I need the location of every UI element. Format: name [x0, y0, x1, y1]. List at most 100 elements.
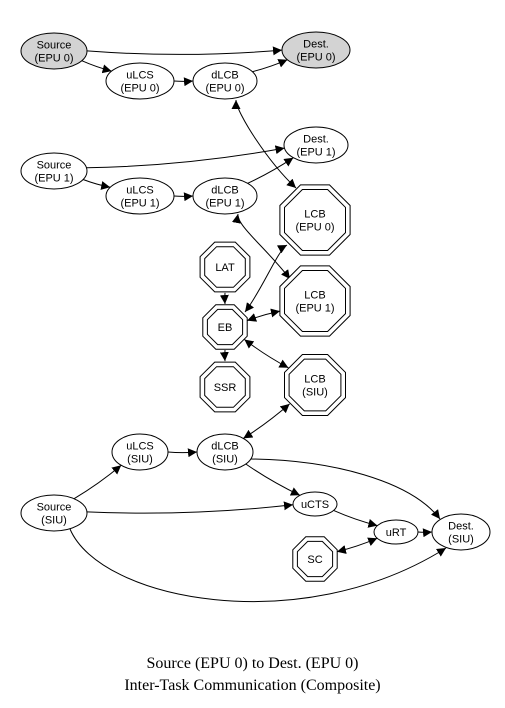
node-label: (EPU 0): [34, 53, 73, 65]
edge-lcb-epu0-to-eb: [244, 244, 288, 313]
edge-sc-to-urt: [336, 537, 378, 554]
node-shape-outer: [279, 184, 351, 256]
node-shape-inner: [206, 308, 244, 346]
node-shape: [20, 152, 88, 190]
node-label: (SIU): [302, 387, 328, 399]
node-lat: LAT: [199, 241, 251, 293]
node-shape: [20, 494, 88, 532]
node-urt: uRT: [373, 519, 419, 545]
node-lcb-epu0: LCB(EPU 0): [279, 184, 351, 256]
edge-dlcb-siu-to-lcb-siu: [243, 403, 290, 439]
edge-dlcb-epu1-to-dest-epu1: [247, 157, 294, 184]
caption-subtitle: Inter-Task Communication (Composite): [124, 677, 381, 694]
node-label: uLCS: [126, 185, 154, 197]
node-ulcs-epu1: uLCS(EPU 1): [105, 177, 175, 215]
node-shape: [105, 62, 175, 100]
node-dest-epu1: Dest.(EPU 1): [283, 126, 349, 164]
node-shape: [431, 513, 491, 551]
node-label: uCTS: [301, 499, 329, 511]
node-label: Dest.: [448, 521, 474, 533]
node-label: dLCB: [211, 70, 239, 82]
caption-title: Source (EPU 0) to Dest. (EPU 0): [146, 655, 359, 672]
node-ssr: SSR: [199, 361, 251, 413]
node-label: SSR: [214, 382, 237, 394]
node-ucts: uCTS: [292, 491, 338, 517]
node-label: uLCS: [126, 70, 154, 82]
node-label: EB: [218, 322, 233, 334]
node-shape: [192, 177, 258, 215]
node-dest-siu: Dest.(SIU): [431, 513, 491, 551]
node-dlcb-epu1: dLCB(EPU 1): [192, 177, 258, 215]
node-shape-inner: [284, 189, 346, 251]
edge-dlcb-siu-to-ucts: [245, 463, 301, 496]
node-label: (EPU 0): [205, 83, 244, 95]
node-shape-outer: [199, 361, 251, 413]
edge-dlcb-epu0-to-lcb-epu0: [231, 99, 297, 189]
edge-src-siu-to-ucts: [86, 501, 294, 514]
node-label: LCB: [304, 209, 325, 221]
node-shape: [373, 519, 419, 545]
edge-ulcs-siu-to-dlcb-siu: [167, 448, 198, 458]
node-label: Source: [37, 40, 72, 52]
node-shape-inner: [204, 246, 246, 288]
node-shape-outer: [279, 265, 351, 337]
node-label: dLCB: [211, 441, 239, 453]
edge-eb-to-lcb-siu: [244, 339, 289, 369]
node-src-epu1: Source(EPU 1): [20, 152, 88, 190]
node-dest-epu0: Dest.(EPU 0): [281, 31, 351, 69]
node-lcb-siu: LCB(SIU): [284, 354, 346, 416]
node-ulcs-epu0: uLCS(EPU 0): [105, 62, 175, 100]
node-label: dLCB: [211, 185, 239, 197]
edge-src-epu1-to-dest-epu1: [86, 145, 285, 169]
node-shape: [283, 126, 349, 164]
node-label: (SIU): [448, 534, 474, 546]
node-shape: [196, 433, 254, 471]
node-label: (SIU): [41, 515, 67, 527]
node-shape-outer: [199, 241, 251, 293]
edge-src-epu0-to-ulcs-epu0: [81, 60, 112, 74]
node-label: (EPU 0): [120, 83, 159, 95]
node-eb: EB: [202, 304, 248, 350]
node-label: (EPU 0): [295, 222, 334, 234]
node-label: (EPU 1): [205, 198, 244, 210]
edge-src-epu0-to-dest-epu0: [86, 46, 283, 56]
node-label: (EPU 1): [120, 198, 159, 210]
node-src-epu0: Source(EPU 0): [20, 32, 88, 70]
node-dlcb-epu0: dLCB(EPU 0): [192, 62, 258, 100]
edge-src-epu1-to-ulcs-epu1: [82, 179, 111, 190]
node-shape: [105, 177, 175, 215]
edge-src-siu-to-dest-siu: [69, 528, 447, 603]
node-shape-outer: [284, 354, 346, 416]
node-label: (EPU 1): [296, 147, 335, 159]
nodes-layer: Source(EPU 0)Dest.(EPU 0)uLCS(EPU 0)dLCB…: [20, 31, 491, 582]
node-label: (SIU): [212, 454, 238, 466]
edge-src-siu-to-ulcs-siu: [73, 464, 122, 500]
node-label: LCB: [304, 374, 325, 386]
node-shape-inner: [296, 540, 334, 578]
edges-layer: [69, 46, 447, 603]
node-label: uLCS: [126, 441, 154, 453]
node-label: LAT: [215, 262, 235, 274]
node-shape-inner: [288, 358, 342, 412]
node-label: Dest.: [303, 39, 329, 51]
node-shape-inner: [204, 366, 246, 408]
node-label: (SIU): [127, 454, 153, 466]
node-src-siu: Source(SIU): [20, 494, 88, 532]
node-shape-inner: [284, 270, 346, 332]
node-shape-outer: [292, 536, 338, 582]
node-label: Source: [37, 160, 72, 172]
node-dlcb-siu: dLCB(SIU): [196, 433, 254, 471]
node-sc: SC: [292, 536, 338, 582]
node-label: uRT: [386, 527, 407, 539]
node-shape: [192, 62, 258, 100]
node-shape: [281, 31, 351, 69]
edge-ucts-to-urt: [333, 509, 378, 528]
edge-dlcb-siu-to-dest-siu: [250, 458, 441, 520]
node-label: SC: [307, 554, 322, 566]
node-ulcs-siu: uLCS(SIU): [111, 433, 169, 471]
node-shape-outer: [202, 304, 248, 350]
node-label: Dest.: [303, 134, 329, 146]
node-shape: [292, 491, 338, 517]
node-lcb-epu1: LCB(EPU 1): [279, 265, 351, 337]
